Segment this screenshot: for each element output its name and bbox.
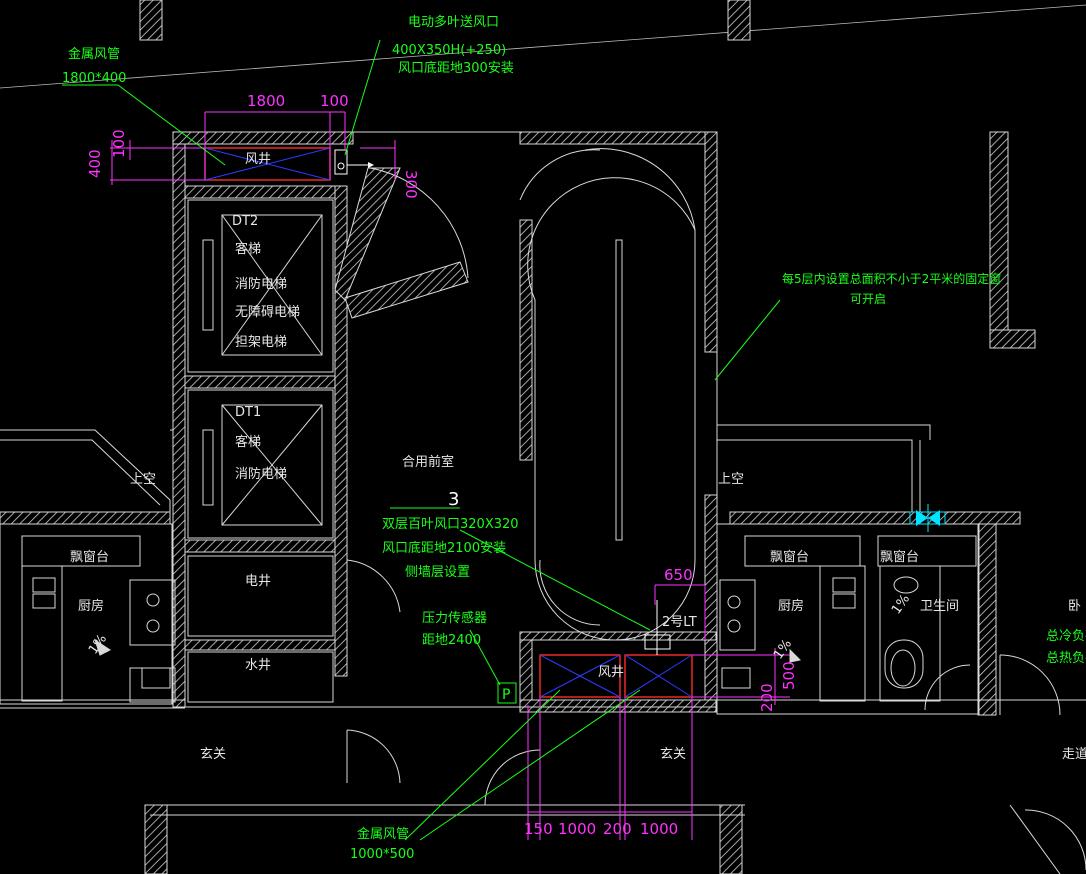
bathroom-label: 卫生间 <box>920 599 959 614</box>
motor-louver-note: 风口底距地300安装 <box>398 60 514 76</box>
valve-icon <box>909 504 946 532</box>
metal-duct-bottom-label: 金属风管 <box>357 826 409 842</box>
dim-right-200: 200 <box>758 683 776 712</box>
kitchen-right-label: 厨房 <box>778 598 804 614</box>
bedroom-label: 卧 <box>1068 599 1081 614</box>
motor-louver-size: 400X350H(+250) <box>392 43 506 58</box>
double-louver-note2: 侧墙层设置 <box>405 565 470 580</box>
dim-bottom-150: 150 <box>524 820 553 838</box>
dim-left-100: 100 <box>110 129 128 158</box>
dim-top-100: 100 <box>320 92 349 110</box>
dimension-lines <box>110 111 790 840</box>
dim-right-500: 500 <box>780 661 798 690</box>
shaft-bottom-label: 风井 <box>598 665 624 680</box>
corridor-label: 走道 <box>1062 747 1086 762</box>
pressure-sensor-note: 距地2400 <box>422 633 481 648</box>
fixed-window-note2: 可开启 <box>850 292 886 306</box>
kitchen-left-label: 厨房 <box>78 598 104 614</box>
duct-top <box>204 147 374 181</box>
bay-window-left-label: 飘窗台 <box>70 549 109 565</box>
guest-lift2-label: 客梯 <box>235 434 261 450</box>
dimension-texts: 1800 100 400 100 300 650 500 200 150 100… <box>86 92 798 838</box>
double-louver-label: 双层百叶风口320X320 <box>382 517 519 532</box>
metal-duct-top-size: 1800*400 <box>62 71 126 86</box>
elec-shaft-label: 电井 <box>245 574 271 589</box>
void-right-label: 上空 <box>718 472 744 487</box>
guest-lift-label: 客梯 <box>235 241 261 257</box>
fixtures <box>32 576 919 689</box>
entry-left-label: 玄关 <box>200 747 226 762</box>
double-louver-index: 3 <box>448 489 459 510</box>
building-outlines <box>0 131 1086 874</box>
lift-cars <box>187 199 334 703</box>
walls <box>0 0 1036 874</box>
void-left-label: 上空 <box>130 472 156 487</box>
fixed-window-note: 每5层内设置总面积不小于2平米的固定窗 <box>782 271 1001 286</box>
stair-enclosure <box>519 148 696 641</box>
dim-right-650: 650 <box>664 566 693 584</box>
fire-lift-label: 消防电梯 <box>235 276 287 292</box>
bay-window-right2-label: 飘窗台 <box>880 549 919 565</box>
dim-left-400: 400 <box>86 149 104 178</box>
dim-top-1800: 1800 <box>247 92 285 110</box>
right-note-1: 总冷负荷: <box>1046 629 1086 644</box>
leader-lines <box>62 39 781 841</box>
stair-label: 2号LT <box>662 615 697 630</box>
pressure-sensor: P <box>497 682 517 704</box>
duct-bottom <box>539 600 693 698</box>
fire-lift2-label: 消防电梯 <box>235 466 287 482</box>
barrier-free-lift-label: 无障碍电梯 <box>235 305 300 320</box>
green-annotations: 金属风管 1800*400 电动多叶送风口 400X350H(+250) 风口底… <box>62 14 1086 862</box>
shaft-top-label: 风井 <box>245 152 271 167</box>
dt2-label: DT2 <box>232 214 258 229</box>
dim-top-300: 300 <box>402 170 420 199</box>
dim-bottom-1000b: 1000 <box>640 820 678 838</box>
metal-duct-bottom-size: 1000*500 <box>350 847 414 862</box>
double-louver-note: 风口底距地2100安装 <box>382 540 506 556</box>
pressure-sensor-label: 压力传感器 <box>422 610 487 626</box>
svg-text:P: P <box>502 687 510 703</box>
slope-bath-label: 1% <box>889 592 913 617</box>
stretcher-lift-label: 担架电梯 <box>235 335 287 350</box>
right-note-2: 总热负荷: <box>1046 651 1086 666</box>
dim-bottom-200: 200 <box>603 820 632 838</box>
water-shaft-label: 水井 <box>245 658 271 673</box>
dim-bottom-1000a: 1000 <box>558 820 596 838</box>
reference-line <box>0 4 1086 89</box>
metal-duct-top-label: 金属风管 <box>68 46 120 62</box>
motor-louver-label: 电动多叶送风口 <box>408 14 499 30</box>
shared-lobby-label: 合用前室 <box>402 454 454 470</box>
bay-window-right-label: 飘窗台 <box>770 549 809 565</box>
entry-right-label: 玄关 <box>660 747 686 762</box>
room-labels: 风井 风井 DT2 客梯 消防电梯 无障碍电梯 担架电梯 DT1 客梯 消防电梯… <box>70 152 1086 762</box>
dt1-label: DT1 <box>235 405 261 420</box>
vestibule-door <box>334 167 469 319</box>
